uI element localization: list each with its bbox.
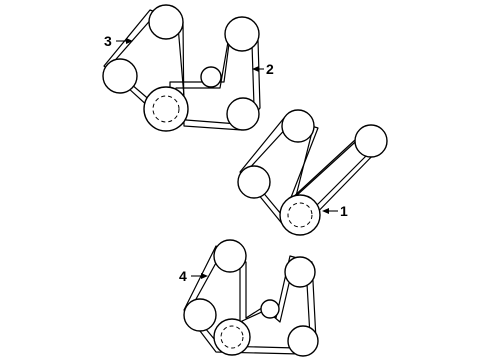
crankshaft-hub (152, 95, 180, 123)
pulley-top (213, 239, 247, 273)
callout-label: 2 (266, 61, 274, 77)
pulley-right-bottom (287, 325, 319, 357)
belt-drive-top (102, 4, 261, 132)
arrow-icon (252, 66, 259, 72)
callout-label: 1 (340, 203, 348, 219)
pulley-left (183, 298, 217, 332)
pulley-idler (260, 299, 280, 319)
crankshaft-hub (287, 202, 313, 228)
pulley-crankshaft (213, 318, 251, 356)
callout-4: 4 (179, 268, 208, 284)
pulley-idler (200, 66, 222, 88)
pulley-left (237, 165, 271, 199)
arrow-icon (126, 38, 133, 44)
arrow-icon (201, 273, 208, 279)
pulley-right-bottom (226, 97, 260, 131)
callout-2: 2 (252, 61, 274, 77)
pulley-right-top (224, 16, 260, 52)
pulley-right-top (284, 256, 316, 288)
pulley-right (354, 124, 388, 158)
belt-drive-bottom (183, 239, 319, 357)
callout-label: 3 (104, 33, 112, 49)
pulley-left (102, 58, 138, 94)
crankshaft-hub (220, 325, 244, 349)
pulley-crankshaft (279, 194, 321, 236)
belt-drive-middle (237, 109, 388, 236)
pulley-top (148, 4, 184, 40)
callout-1: 1 (322, 203, 348, 219)
arrow-icon (322, 208, 329, 214)
callout-label: 4 (179, 268, 187, 284)
callout-3: 3 (104, 33, 133, 49)
pulley-top (281, 109, 315, 143)
pulley-crankshaft (143, 86, 189, 132)
